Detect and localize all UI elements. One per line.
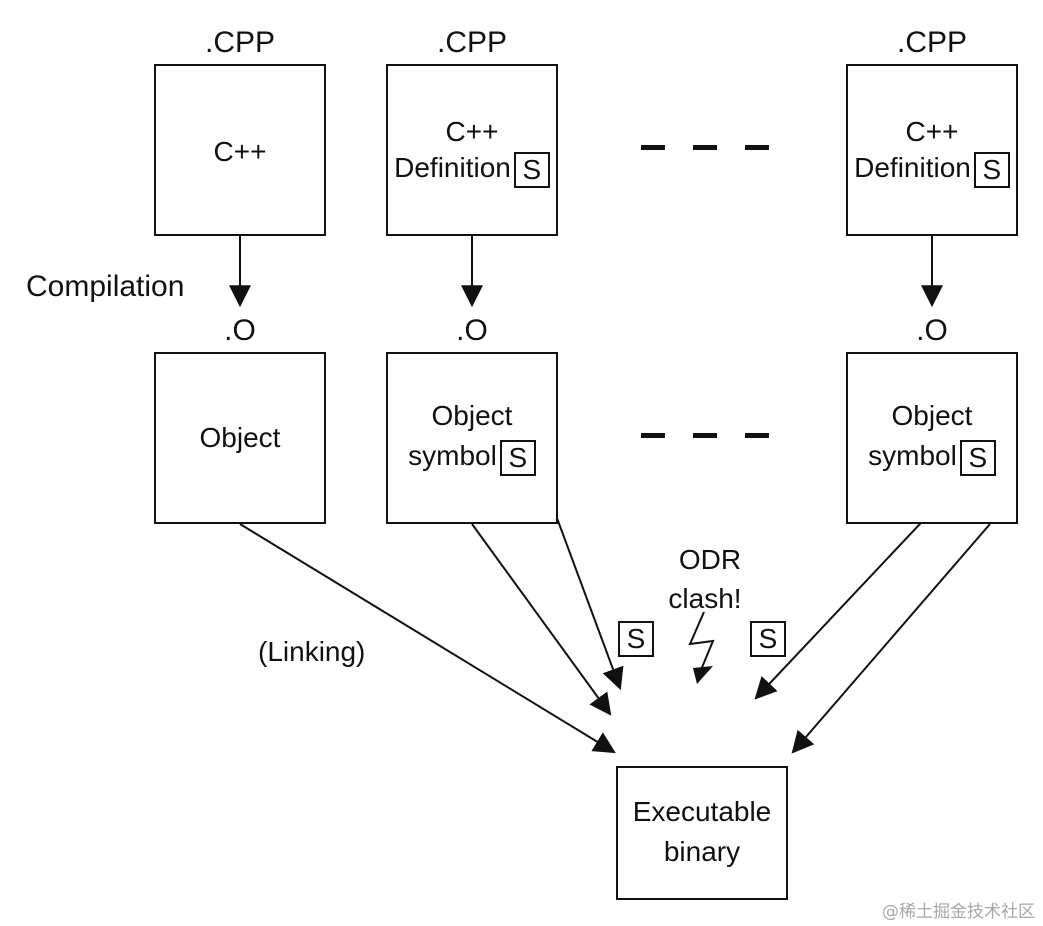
compilation-label: Compilation [26, 270, 185, 303]
ellipsis-dash [745, 145, 769, 150]
symbol-label: symbol [868, 440, 957, 471]
symbol-badge: S [973, 151, 1010, 188]
lightning-bolt-icon [688, 611, 715, 678]
ellipsis-dash [693, 145, 717, 150]
clash-symbol-left: S [618, 621, 654, 657]
linking-label: (Linking) [258, 636, 366, 667]
object-box-1: Object [154, 352, 326, 524]
ellipsis-dash [693, 433, 717, 438]
source-box-3-line-1: C++ [905, 116, 959, 147]
source-ext-2: .CPP [436, 26, 508, 59]
object-box-1-text: Object [199, 422, 281, 453]
source-box-2-line-1: C++ [445, 116, 499, 147]
definition-label: Definition [394, 152, 511, 183]
symbol-badge: S [959, 439, 996, 476]
source-ext-1: .CPP [204, 26, 276, 59]
clash-label: clash! [668, 583, 742, 614]
object-ext-3: .O [916, 314, 948, 347]
clash-symbol-right: S [750, 621, 786, 657]
definition-label: Definition [854, 152, 971, 183]
executable-line-2: binary [663, 836, 741, 867]
lightning-bolt-tip [693, 666, 713, 684]
link-arrow-object-symbol-right [791, 523, 991, 754]
link-arrow-object [239, 523, 616, 754]
link-arrow-object-symbol [471, 523, 612, 716]
executable-box: Executable binary [616, 766, 788, 900]
source-ext-3: .CPP [896, 26, 968, 59]
watermark: @稀土掘金技术社区 [882, 902, 1035, 922]
source-box-1-text: C++ [213, 136, 267, 167]
object-ext-1: .O [224, 314, 256, 347]
symbol-badge: S [513, 151, 550, 188]
odr-label: ODR [678, 544, 742, 575]
source-box-1: C++ [154, 64, 326, 236]
object-box-2-line-1: Object [431, 400, 513, 431]
object-ext-2: .O [456, 314, 488, 347]
object-box-3-line-1: Object [891, 400, 973, 431]
ellipsis-dash [641, 433, 665, 438]
executable-line-1: Executable [632, 796, 772, 827]
ellipsis-dash [745, 433, 769, 438]
symbol-badge: S [499, 439, 536, 476]
symbol-label: symbol [408, 440, 497, 471]
ellipsis-dash [641, 145, 665, 150]
